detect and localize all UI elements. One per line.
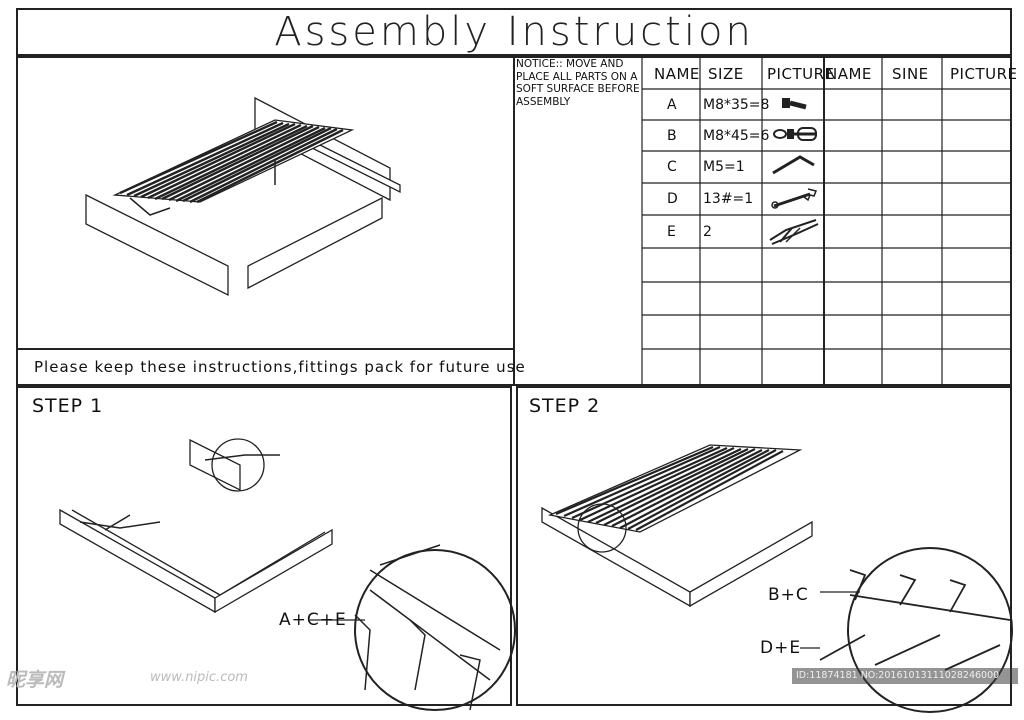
page-title: Assembly Instruction: [274, 9, 754, 55]
step2-callout-bottom: D+E: [760, 638, 802, 658]
step1-callout: A+C+E: [279, 610, 347, 630]
header-size: SIZE: [708, 65, 744, 83]
notice-text: NOTICE:: MOVE AND PLACE ALL PARTS ON A S…: [516, 58, 640, 108]
header-picture-left: PICTURE: [767, 65, 835, 83]
watermark-id-strip: ID:11874181 NO:20161013111028246000: [792, 668, 1018, 684]
part-name-d: D: [667, 191, 678, 207]
step2-label: STEP 2: [529, 395, 601, 417]
keep-instructions-note: Please keep these instructions,fittings …: [34, 358, 526, 376]
part-size-d: 13#=1: [703, 191, 754, 207]
bolt-washer-icon: [773, 127, 817, 141]
part-name-b: B: [667, 128, 677, 144]
part-name-c: C: [667, 159, 677, 175]
part-name-e: E: [667, 224, 676, 240]
step1-illustration: [59, 438, 516, 711]
gas-lift-mechanism-icon: [769, 219, 819, 245]
step2-illustration: [541, 444, 1013, 713]
title-frame: [16, 8, 1012, 56]
watermark-logo: 昵享网: [6, 669, 64, 691]
keep-note-divider: [16, 348, 514, 350]
header-name-right: NAME: [826, 65, 872, 83]
bed-exploded-illustration: [85, 96, 401, 297]
parts-table-grid: [641, 58, 1010, 384]
allen-key-icon: [772, 155, 815, 175]
overview-divider: [513, 56, 515, 386]
header-sine: SINE: [892, 65, 929, 83]
header-picture-right: PICTURE: [950, 65, 1018, 83]
part-size-c: M5=1: [703, 159, 745, 175]
spanner-icon: [771, 188, 818, 209]
watermark-url: www.nipic.com: [150, 670, 248, 685]
header-name-left: NAME: [654, 65, 700, 83]
part-name-a: A: [667, 97, 677, 113]
part-size-a: M8*35=8: [703, 97, 770, 113]
part-size-e: 2: [703, 224, 712, 240]
part-size-b: M8*45=6: [703, 128, 770, 144]
step1-label: STEP 1: [32, 395, 104, 417]
step2-callout-top: B+C: [768, 585, 809, 605]
bolt-icon: [782, 98, 807, 110]
